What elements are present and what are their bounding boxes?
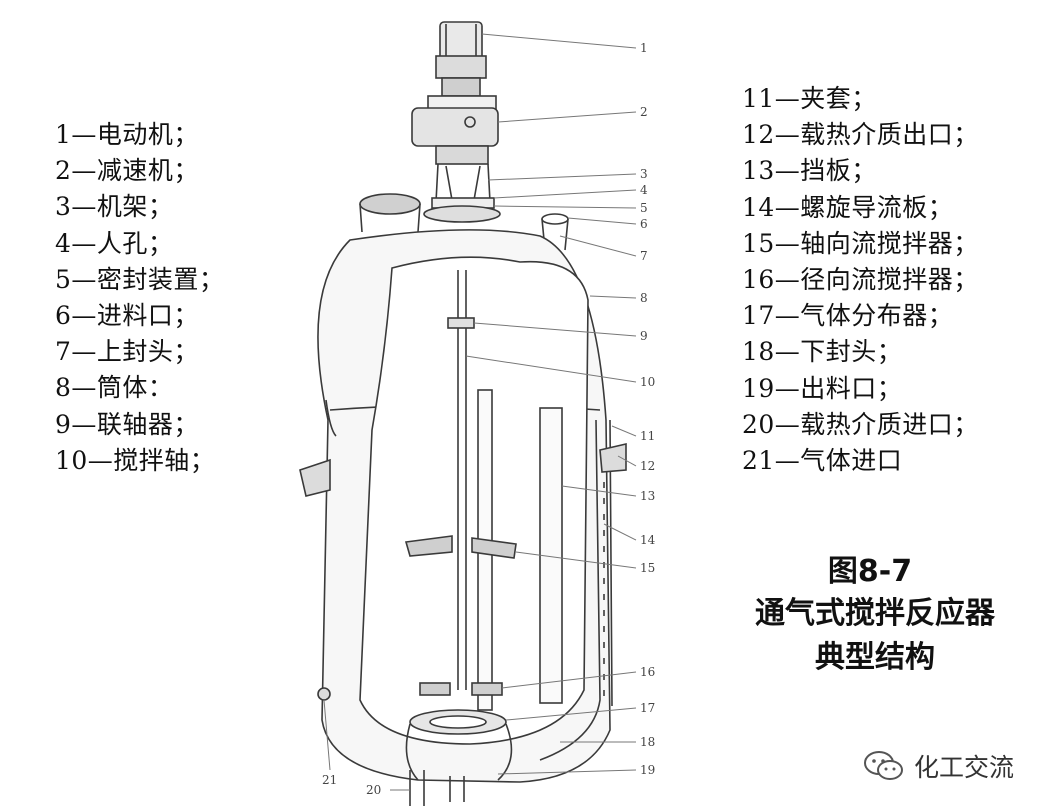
legend-item: 12—载热介质出口；: [742, 120, 979, 150]
callout-1: 1: [640, 41, 648, 55]
legend-item: 6—进料口；: [55, 301, 199, 331]
callout-18: 18: [640, 735, 655, 749]
callout-8: 8: [640, 291, 648, 305]
axial-impeller-drawing: [404, 535, 517, 559]
figure-title-line1: 通气式搅拌反应器: [755, 596, 995, 631]
legend-item: 2—减速机；: [55, 156, 199, 186]
legend-item: 4—人孔；: [55, 228, 174, 258]
callout-13: 13: [640, 489, 655, 503]
callout-15: 15: [640, 561, 655, 575]
manhole-drawing: [359, 193, 421, 233]
figure-label: 图8-7: [827, 554, 913, 589]
legend-item: 18—下封头；: [742, 337, 903, 367]
callout-5: 5: [640, 201, 648, 215]
callout-16: 16: [640, 665, 655, 679]
callout-leaders: [323, 33, 637, 791]
legend-item: 5—密封装置；: [55, 264, 225, 294]
callout-21: 21: [322, 773, 337, 787]
callout-6: 6: [640, 217, 648, 231]
wechat-icon: [864, 751, 903, 780]
motor-drawing: [435, 21, 487, 97]
legend-item: 7—上封头；: [55, 337, 199, 367]
callout-3: 3: [640, 167, 648, 181]
nozzle-drawing: [299, 442, 627, 806]
gas-sparger-drawing: [405, 709, 513, 781]
legend-item: 9—联轴器；: [55, 409, 199, 439]
watermark-text: 化工交流: [914, 753, 1015, 782]
cutaway-inner: [359, 256, 589, 745]
legend-item: 21—气体进口: [742, 446, 903, 476]
callout-11: 11: [640, 429, 655, 443]
radial-impeller-drawing: [419, 682, 503, 696]
legend-item: 11—夹套；: [742, 84, 877, 113]
callout-2: 2: [640, 105, 648, 119]
callout-9: 9: [640, 329, 648, 343]
callout-labels: 1 2 3 4 5 6 7 8 9 10 11 12 13 14 15 16 1…: [322, 41, 656, 797]
callout-12: 12: [640, 459, 655, 473]
legend-right: 11—夹套； 12—载热介质出口； 13—挡板； 14—螺旋导流板； 15—轴向…: [742, 81, 979, 479]
callout-14: 14: [640, 533, 656, 547]
legend-item: 20—载热介质进口；: [742, 409, 979, 439]
figure-title-line2: 典型结构: [815, 640, 935, 675]
legend-item: 1—电动机；: [55, 120, 199, 149]
legend-item: 16—径向流搅拌器；: [742, 265, 979, 295]
legend-item: 19—出料口；: [742, 373, 903, 403]
legend-item: 3—机架；: [55, 192, 174, 222]
legend-left: 1—电动机； 2—减速机； 3—机架； 4—人孔； 5—密封装置； 6—进料口；…: [55, 117, 224, 479]
legend-item: 15—轴向流搅拌器；: [742, 228, 979, 258]
legend-item: 14—螺旋导流板；: [742, 192, 954, 222]
callout-20: 20: [366, 783, 381, 797]
callout-17: 17: [640, 701, 655, 715]
legend-item: 13—挡板；: [742, 156, 877, 186]
legend-item: 17—气体分布器；: [742, 301, 954, 331]
callout-7: 7: [640, 249, 648, 263]
frame-drawing: [423, 163, 501, 223]
callout-19: 19: [640, 763, 655, 777]
callout-4: 4: [640, 183, 648, 197]
watermark: 化工交流: [862, 748, 1014, 784]
reducer-drawing: [411, 95, 499, 165]
legend-item: 8—筒体：: [55, 373, 174, 403]
legend-item: 10—搅拌轴；: [55, 445, 216, 475]
callout-10: 10: [640, 375, 655, 389]
